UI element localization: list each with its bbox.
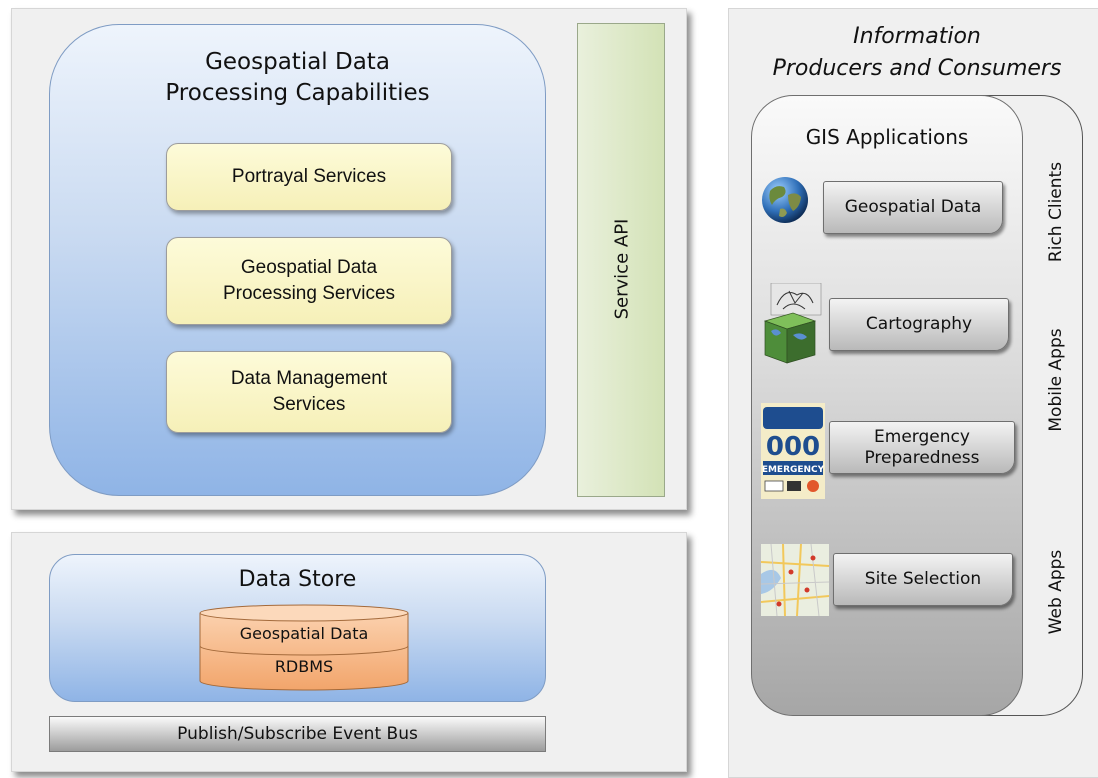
processing-capabilities-box: Geospatial Data Processing Capabilities …: [49, 24, 546, 496]
geospatial-data-app: Geospatial Data: [823, 181, 1003, 234]
data-management-services-box: Data Management Services: [166, 351, 452, 433]
geospatial-data-app-label: Geospatial Data: [844, 197, 982, 217]
cartography-app-label: Cartography: [865, 314, 973, 334]
processing-panel: Geospatial Data Processing Capabilities …: [11, 8, 687, 510]
emergency-app-label-line2: Preparedness: [864, 447, 980, 468]
consumers-title-line1: Information: [853, 24, 981, 49]
service-api-label: Service API: [611, 218, 633, 320]
site-selection-app-label: Site Selection: [864, 569, 982, 589]
gis-applications-title: GIS Applications: [805, 125, 969, 149]
geospatial-processing-label-line1: Geospatial Data: [240, 257, 378, 278]
emergency-preparedness-app: Emergency Preparedness: [829, 421, 1015, 474]
consumers-title: Information Producers and Consumers: [729, 21, 1098, 85]
map-cube-icon: [763, 283, 822, 364]
consumers-title-line2: Producers and Consumers: [772, 56, 1062, 81]
cylinder-bottom-label: RDBMS: [274, 656, 334, 676]
processing-title-line1: Geospatial Data: [205, 49, 390, 75]
rich-clients-label: Rich Clients: [1046, 161, 1066, 263]
data-store-title: Data Store: [238, 567, 357, 592]
emergency-000-icon: 000 EMERGENCY: [761, 403, 825, 499]
data-store-panel: Data Store Geospatial Data RDBMS Publish…: [11, 532, 687, 772]
processing-title-line2: Processing Capabilities: [165, 80, 430, 106]
emergency-app-label-line1: Emergency: [874, 426, 970, 447]
consumers-panel: Information Producers and Consumers GIS …: [728, 8, 1098, 778]
cylinder-top-label: Geospatial Data: [239, 623, 369, 643]
svg-text:EMERGENCY: EMERGENCY: [762, 465, 825, 475]
mobile-apps-label: Mobile Apps: [1046, 328, 1066, 432]
geospatial-processing-services-box: Geospatial Data Processing Services: [166, 237, 452, 325]
data-management-label-line2: Services: [272, 394, 346, 415]
cartography-app: Cartography: [829, 298, 1009, 351]
web-apps-label: Web Apps: [1046, 549, 1066, 635]
database-cylinder-icon: [199, 604, 409, 691]
portrayal-services-box: Portrayal Services: [166, 143, 452, 211]
portrayal-services-label: Portrayal Services: [231, 166, 387, 187]
processing-title: Geospatial Data Processing Capabilities: [50, 47, 545, 109]
svg-text:000: 000: [766, 432, 820, 462]
street-map-icon: [761, 544, 829, 616]
globe-icon: [762, 177, 808, 223]
site-selection-app: Site Selection: [833, 553, 1013, 606]
data-store-box: Data Store Geospatial Data RDBMS: [49, 554, 546, 702]
service-api-bar: Service API: [577, 23, 665, 497]
data-management-label-line1: Data Management: [230, 368, 388, 389]
event-bus-bar: Publish/Subscribe Event Bus: [49, 716, 546, 752]
geospatial-processing-label-line2: Processing Services: [222, 283, 396, 304]
